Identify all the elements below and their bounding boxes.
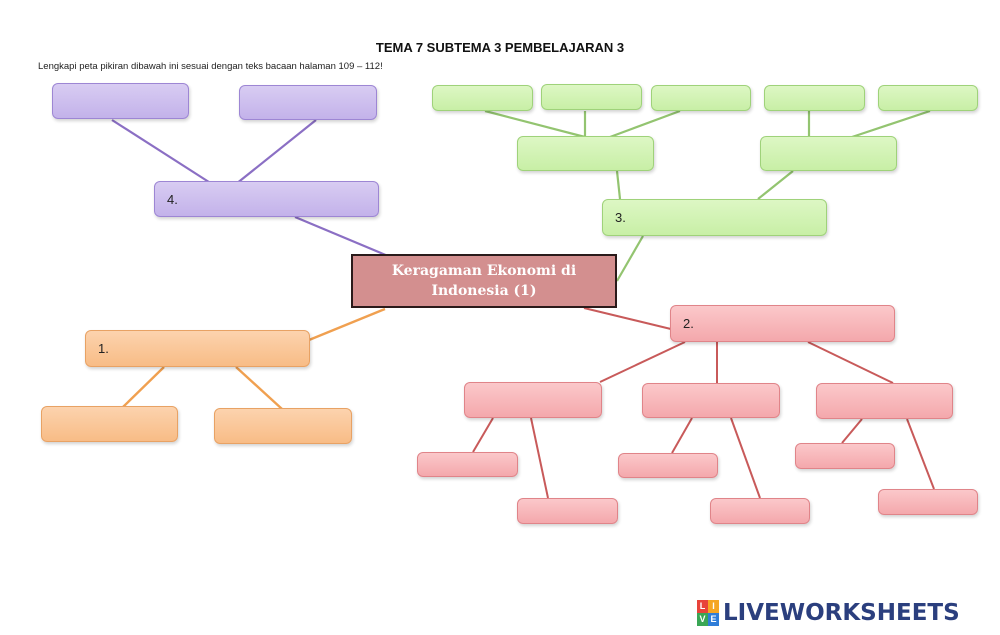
purple-leaf-box-1[interactable] <box>52 83 189 119</box>
red-leaf-box-5[interactable] <box>795 443 895 469</box>
green-leaf-box-1[interactable] <box>432 85 533 111</box>
logo-icon: L I V E <box>697 600 719 626</box>
green-leaf-box-4[interactable] <box>764 85 865 111</box>
branch-1-label: 1. <box>98 341 109 356</box>
green-leaf-box-2[interactable] <box>541 84 642 110</box>
liveworksheets-logo: L I V E LIVEWORKSHEETS <box>697 596 960 630</box>
red-leaf-box-6[interactable] <box>878 489 978 515</box>
red-sub-box-2[interactable] <box>642 383 780 418</box>
red-leaf-box-2[interactable] <box>517 498 618 524</box>
green-leaf-box-5[interactable] <box>878 85 978 111</box>
green-sub-box-2[interactable] <box>760 136 897 171</box>
red-leaf-box-1[interactable] <box>417 452 518 477</box>
central-topic-line-2: Indonesia (1) <box>431 283 537 299</box>
central-topic-box: Keragaman Ekonomi di Indonesia (1) <box>351 254 617 308</box>
logo-text: LIVEWORKSHEETS <box>723 600 960 626</box>
purple-leaf-box-2[interactable] <box>239 85 377 120</box>
branch-box-2[interactable]: 2. <box>670 305 895 342</box>
page-title: TEMA 7 SUBTEMA 3 PEMBELAJARAN 3 <box>375 40 625 55</box>
orange-leaf-box-2[interactable] <box>214 408 352 444</box>
central-topic-line-1: Keragaman Ekonomi di <box>391 262 577 279</box>
instruction-text: Lengkapi peta pikiran dibawah ini sesuai… <box>38 61 383 72</box>
green-sub-box-1[interactable] <box>517 136 654 171</box>
red-sub-box-3[interactable] <box>816 383 953 419</box>
red-leaf-box-4[interactable] <box>710 498 810 524</box>
red-leaf-box-3[interactable] <box>618 453 718 478</box>
green-leaf-box-3[interactable] <box>651 85 751 111</box>
branch-box-3[interactable]: 3. <box>602 199 827 236</box>
branch-box-1[interactable]: 1. <box>85 330 310 367</box>
branch-3-label: 3. <box>615 210 626 225</box>
orange-leaf-box-1[interactable] <box>41 406 178 442</box>
red-sub-box-1[interactable] <box>464 382 602 418</box>
branch-box-4[interactable]: 4. <box>154 181 379 217</box>
branch-2-label: 2. <box>683 316 694 331</box>
branch-4-label: 4. <box>167 191 178 207</box>
